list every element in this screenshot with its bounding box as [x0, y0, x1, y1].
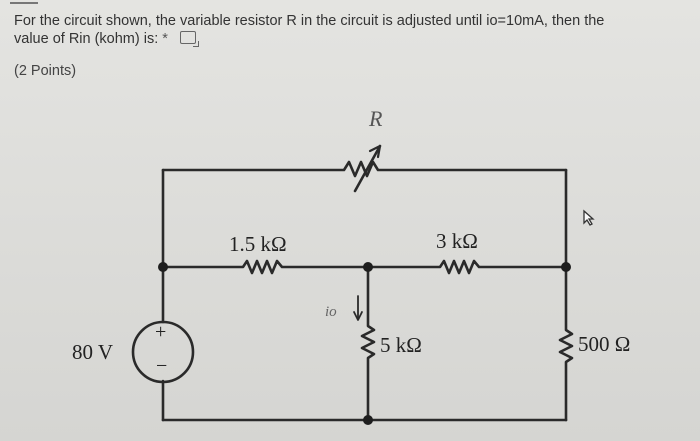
- source-minus-sign: −: [156, 355, 167, 377]
- source-label: 80 V: [72, 340, 113, 364]
- center-branch-wire: [360, 265, 376, 422]
- variable-resistor-label: R: [368, 106, 383, 131]
- variable-resistor-arrow: [353, 144, 382, 193]
- cursor-icon: [583, 209, 595, 226]
- node-center-bottom: [363, 415, 373, 425]
- top-wire: [161, 160, 568, 178]
- question-points: (2 Points): [14, 63, 77, 79]
- node-right: [561, 262, 571, 272]
- question-text: For the circuit shown, the variable resi…: [14, 12, 690, 48]
- current-label: io: [325, 304, 337, 320]
- right-wire: [558, 168, 574, 422]
- resistor-2-label: 3 kΩ: [436, 229, 478, 253]
- resistor-4-label: 500 Ω: [578, 332, 630, 356]
- resistor-1-label: 1.5 kΩ: [229, 232, 287, 256]
- current-arrowhead: [353, 311, 363, 321]
- top-divider: [10, 2, 38, 4]
- node-left: [158, 262, 168, 272]
- question-line-2-text: value of Rin (kohm) is:: [14, 31, 159, 47]
- image-icon[interactable]: [179, 31, 199, 47]
- node-center-top: [363, 262, 373, 272]
- source-plus-sign: +: [155, 321, 166, 343]
- resistor-3-label: 5 kΩ: [380, 333, 422, 357]
- voltage-source: [131, 320, 195, 384]
- question-line-2: value of Rin (kohm) is:*: [14, 30, 690, 48]
- question-line-1: For the circuit shown, the variable resi…: [14, 13, 605, 29]
- required-marker: *: [162, 31, 168, 47]
- variable-resistor-arrowhead: [368, 144, 382, 159]
